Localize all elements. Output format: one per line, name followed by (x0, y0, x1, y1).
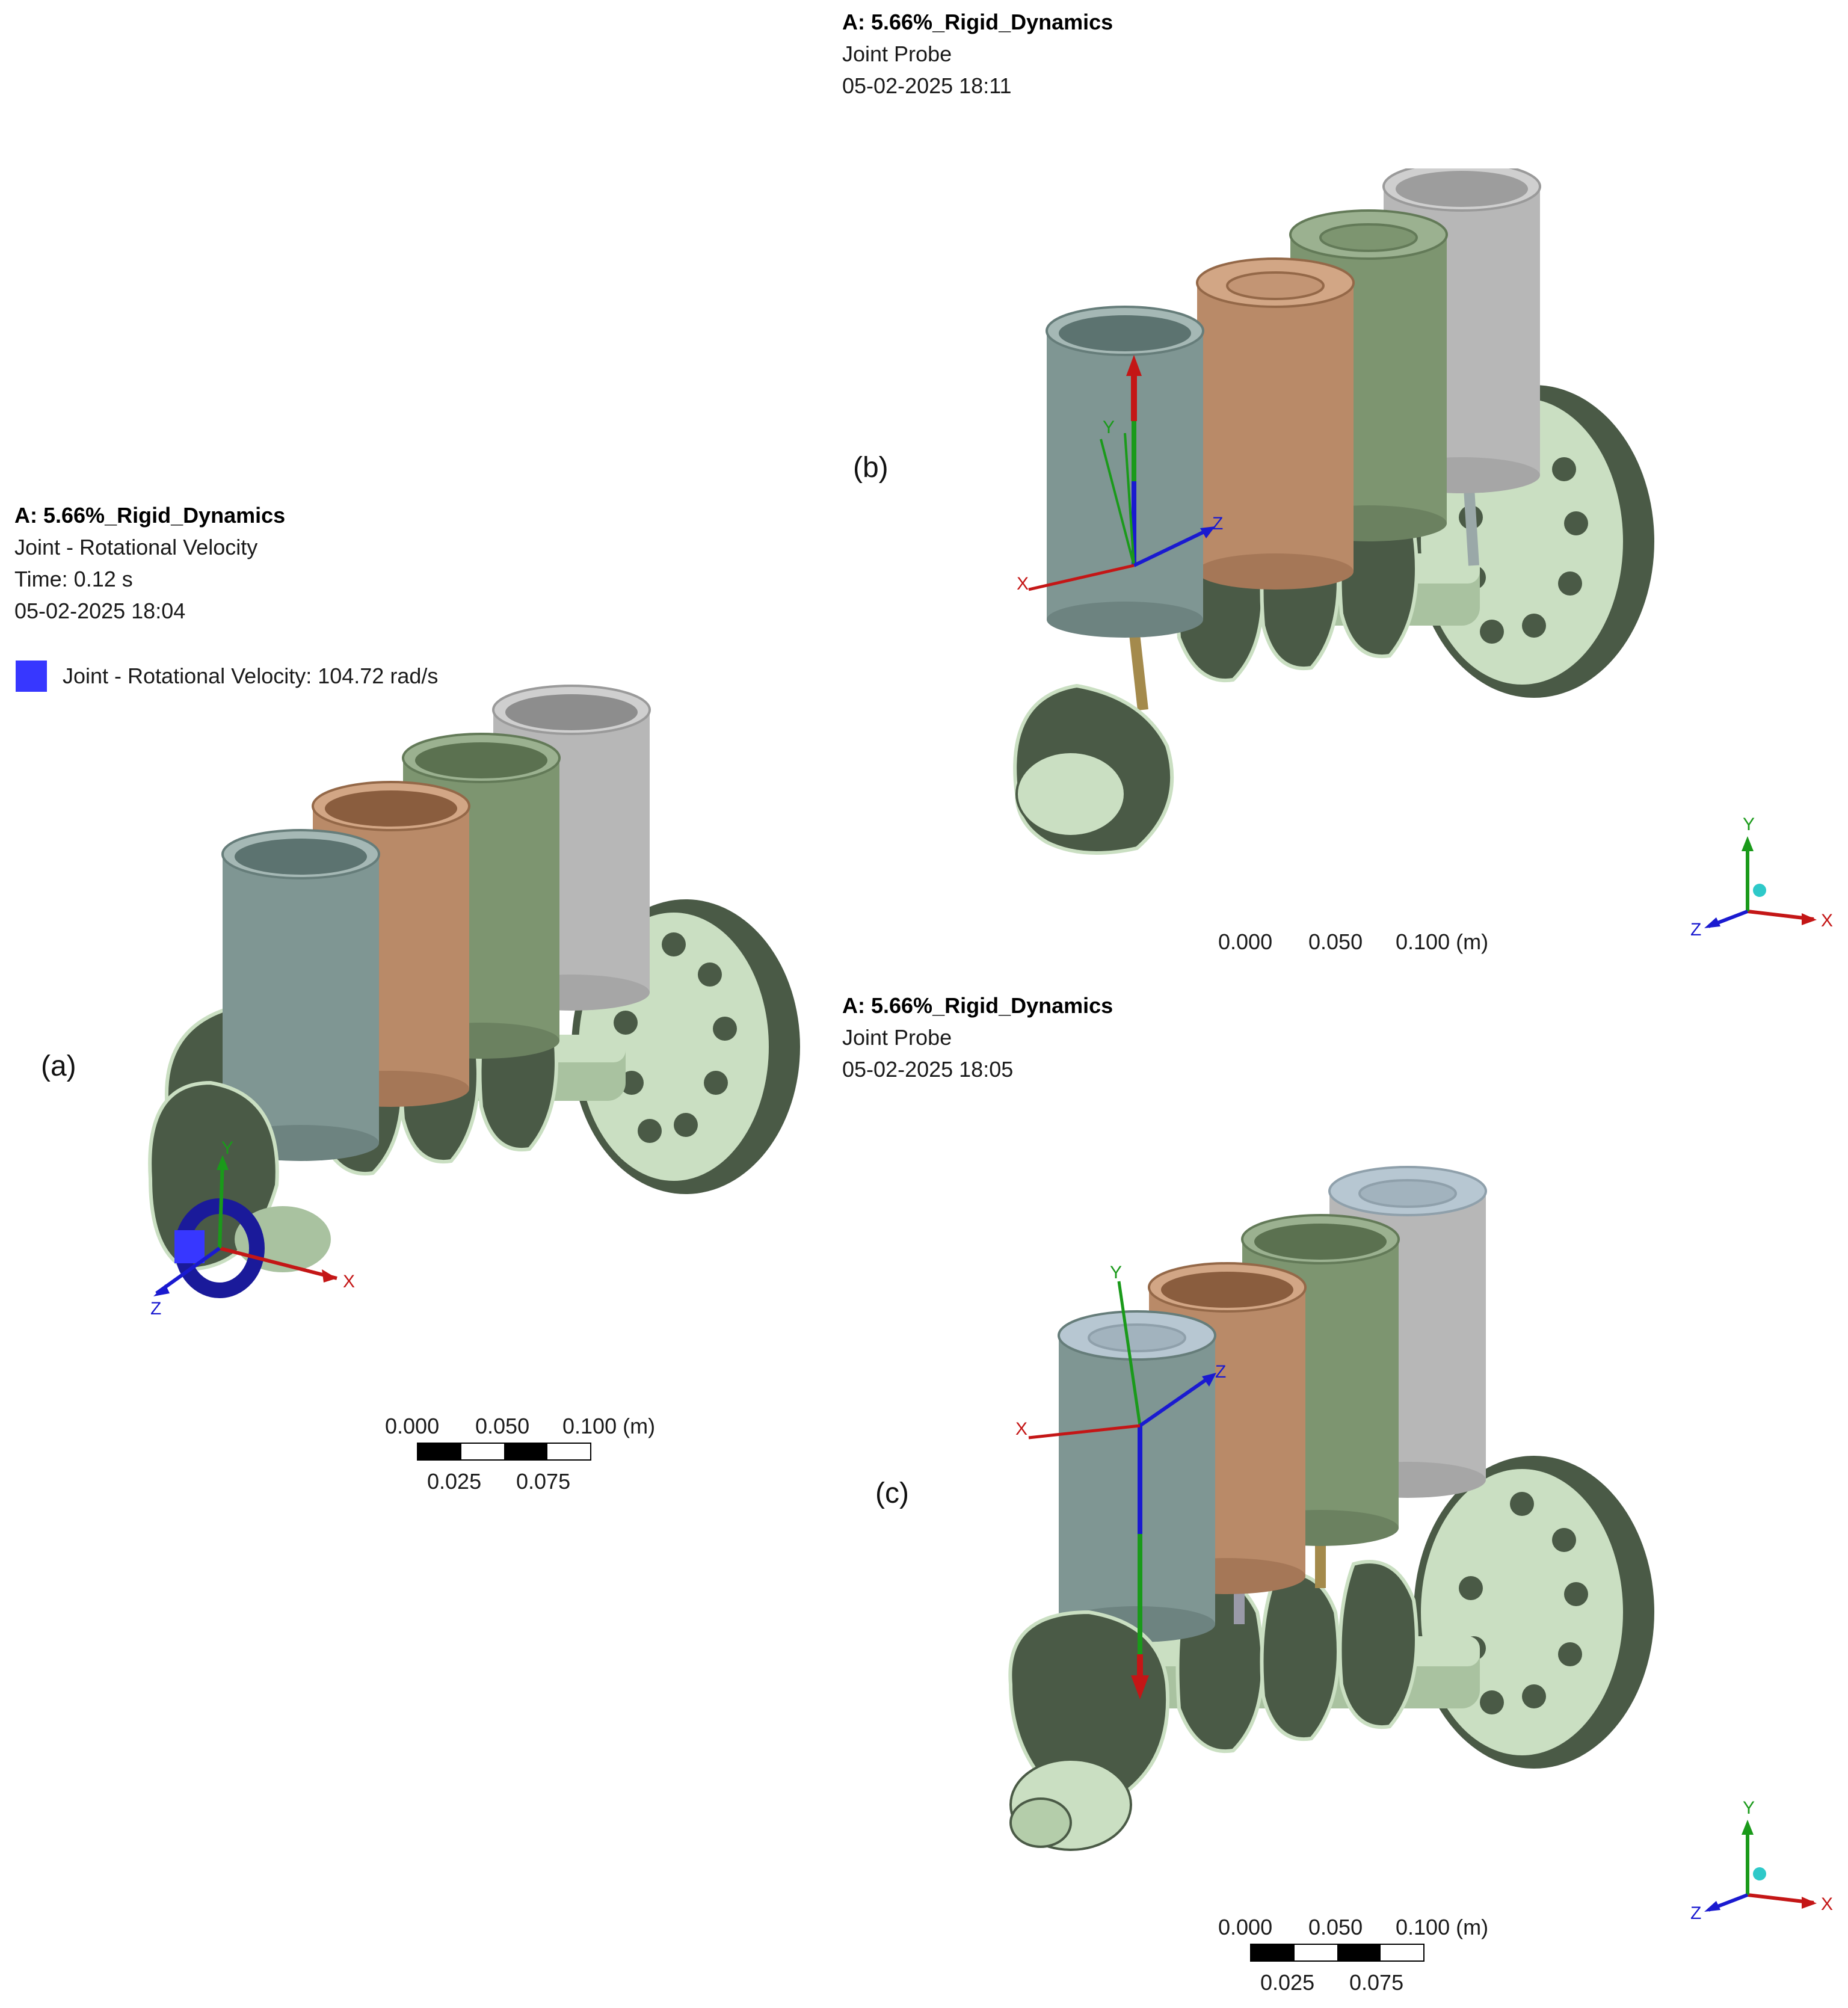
panel-c-result-name: Joint Probe (842, 1025, 952, 1050)
panel-c-csys (1028, 1281, 1216, 1699)
triad-z-label: Z (1690, 920, 1701, 940)
csys-z-label: Z (150, 1299, 161, 1319)
panel-c-header: A: 5.66%_Rigid_Dynamics Joint Probe 05-0… (842, 990, 1113, 1085)
scale-tick-4: 0.100 (m) (1396, 1915, 1489, 1939)
scale-tick-2: 0.050 (1308, 929, 1363, 954)
panel-a-model-view[interactable]: X Y Z (132, 662, 842, 1372)
csys-y-label: Y (1110, 1263, 1122, 1283)
panel-c-scale-bar: 0.000 0.050 0.100 (m) 0.025 0.075 (1218, 1915, 1501, 2005)
panel-c-date: 05-02-2025 18:05 (842, 1057, 1014, 1082)
scale-tick-1: 0.025 (1260, 1970, 1315, 1995)
panel-a-label: (a) (41, 1050, 76, 1082)
panel-b-scale-bar: 0.000 0.050 0.100 (m) (1218, 929, 1501, 966)
panel-c-title: A: 5.66%_Rigid_Dynamics (842, 993, 1113, 1018)
panel-b-date: 05-02-2025 18:11 (842, 73, 1012, 98)
panel-a-date: 05-02-2025 18:04 (14, 599, 186, 623)
panel-b-header: A: 5.66%_Rigid_Dynamics Joint Probe 05-0… (842, 6, 1113, 102)
triad-z-label: Z (1690, 1903, 1701, 1923)
panel-a-header: A: 5.66%_Rigid_Dynamics Joint - Rotation… (14, 499, 285, 627)
panel-b-global-triad: X Y Z (1690, 815, 1833, 940)
triad-y-label: Y (1743, 1798, 1755, 1818)
csys-x-label: X (1015, 1419, 1027, 1439)
csys-z-label: Z (1215, 1362, 1226, 1382)
csys-y-label: Y (1103, 417, 1115, 437)
panel-b-label: (b) (853, 452, 889, 484)
triad-x-label: X (1821, 911, 1833, 931)
panel-c-label: (c) (875, 1477, 909, 1509)
panel-c-model-view[interactable]: X Y Z (993, 1155, 1672, 1925)
scale-tick-1: 0.025 (427, 1469, 482, 1494)
scale-tick-4: 0.100 (m) (562, 1414, 656, 1438)
legend-label: Joint - Rotational Velocity: 104.72 rad/… (63, 664, 439, 688)
panel-b-result-name: Joint Probe (842, 42, 952, 66)
csys-x-label: X (1017, 574, 1029, 594)
panel-c-global-triad: X Y Z (1690, 1798, 1833, 1923)
scale-tick-0: 0.000 (385, 1414, 440, 1438)
panel-a-time: Time: 0.12 s (14, 567, 133, 591)
joint-csys (153, 1155, 337, 1296)
panel-b-csys (1028, 355, 1215, 591)
csys-z-label: Z (1212, 514, 1223, 534)
legend-swatch (16, 661, 47, 692)
piston-1 (221, 829, 380, 1161)
scale-tick-0: 0.000 (1218, 929, 1273, 954)
scale-tick-2: 0.050 (475, 1414, 530, 1438)
triad-x-label: X (1821, 1894, 1833, 1914)
csys-x-label: X (343, 1272, 355, 1292)
scale-bar-graphic (417, 1443, 591, 1461)
scale-tick-4: 0.100 (m) (1396, 929, 1489, 954)
panel-a-legend: Joint - Rotational Velocity: 104.72 rad/… (16, 661, 438, 692)
triad-y-label: Y (1743, 815, 1755, 834)
panel-b-model-view[interactable]: X Y Z (993, 168, 1672, 926)
csys-y-label: Y (221, 1138, 233, 1158)
scale-bar-graphic (1250, 1944, 1424, 1962)
panel-a-result-name: Joint - Rotational Velocity (14, 535, 258, 559)
scale-tick-2: 0.050 (1308, 1915, 1363, 1939)
scale-tick-0: 0.000 (1218, 1915, 1273, 1939)
panel-a-title: A: 5.66%_Rigid_Dynamics (14, 503, 286, 528)
panel-a-scale-bar: 0.000 0.050 0.100 (m) 0.025 0.075 (385, 1414, 668, 1498)
scale-tick-3: 0.075 (1349, 1970, 1404, 1995)
scale-tick-3: 0.075 (516, 1469, 571, 1494)
panel-b-title: A: 5.66%_Rigid_Dynamics (842, 10, 1113, 34)
